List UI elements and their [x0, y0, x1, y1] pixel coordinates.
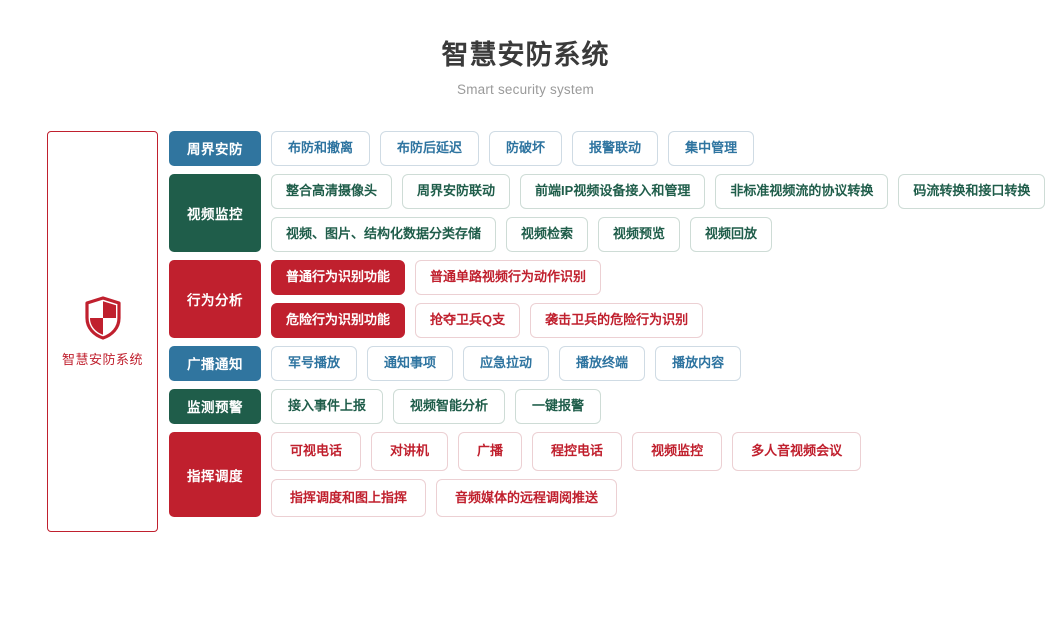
- category-items-behavior: 普通行为识别功能 普通单路视频行为动作识别 危险行为识别功能 抢夺卫兵Q支 袭击…: [271, 259, 1051, 338]
- item-node[interactable]: 布防和撤离: [271, 131, 371, 166]
- category-list: 周界安防 布防和撤离 布防后延迟 防破坏 报警联动 集中管理 视频监控 整合高清…: [169, 131, 1051, 518]
- category-row-monitoring: 监测预警 接入事件上报 视频智能分析 一键报警: [169, 388, 1051, 424]
- item-node[interactable]: 视频、图片、结构化数据分类存储: [271, 216, 497, 252]
- item-row: 接入事件上报 视频智能分析 一键报警: [271, 388, 1051, 424]
- item-node[interactable]: 对讲机: [371, 431, 449, 471]
- item-row: 危险行为识别功能 抢夺卫兵Q支 袭击卫兵的危险行为识别: [271, 302, 1051, 338]
- item-node[interactable]: 应急拉动: [463, 345, 550, 381]
- category-items-broadcast: 军号播放 通知事项 应急拉动 播放终端 播放内容: [271, 345, 1051, 381]
- item-node[interactable]: 程控电话: [532, 431, 623, 471]
- category-row-behavior: 行为分析 普通行为识别功能 普通单路视频行为动作识别 危险行为识别功能 抢夺卫兵…: [169, 259, 1051, 338]
- shield-icon: [84, 295, 122, 340]
- item-row: 军号播放 通知事项 应急拉动 播放终端 播放内容: [271, 345, 1051, 381]
- item-node[interactable]: 播放内容: [655, 345, 742, 381]
- root-label: 智慧安防系统: [61, 351, 143, 367]
- item-node[interactable]: 音频媒体的远程调阅推送: [436, 478, 618, 518]
- item-row: 视频、图片、结构化数据分类存储 视频检索 视频预览 视频回放: [271, 216, 1051, 252]
- item-row: 指挥调度和图上指挥 音频媒体的远程调阅推送: [271, 478, 1051, 518]
- category-label-monitoring[interactable]: 监测预警: [169, 388, 261, 424]
- item-node[interactable]: 普通行为识别功能: [271, 259, 406, 295]
- item-node[interactable]: 抢夺卫兵Q支: [415, 302, 521, 338]
- item-row: 可视电话 对讲机 广播 程控电话 视频监控 多人音视频会议: [271, 431, 1051, 471]
- item-node[interactable]: 播放终端: [559, 345, 646, 381]
- category-row-broadcast: 广播通知 军号播放 通知事项 应急拉动 播放终端 播放内容: [169, 345, 1051, 381]
- item-node[interactable]: 周界安防联动: [402, 173, 511, 209]
- diagram-container: 智慧安防系统 周界安防 布防和撤离 布防后延迟 防破坏 报警联动 集中管理 视频…: [0, 118, 1051, 532]
- item-node[interactable]: 广播: [458, 431, 523, 471]
- category-row-command: 指挥调度 可视电话 对讲机 广播 程控电话 视频监控 多人音视频会议 指挥调度和…: [169, 431, 1051, 518]
- item-node[interactable]: 指挥调度和图上指挥: [271, 478, 427, 518]
- item-node[interactable]: 前端IP视频设备接入和管理: [520, 173, 706, 209]
- item-row: 普通行为识别功能 普通单路视频行为动作识别: [271, 259, 1051, 295]
- item-node[interactable]: 多人音视频会议: [732, 431, 862, 471]
- item-node[interactable]: 一键报警: [515, 388, 602, 424]
- item-node[interactable]: 集中管理: [668, 131, 755, 166]
- item-node[interactable]: 视频监控: [632, 431, 723, 471]
- page-title: 智慧安防系统: [441, 40, 610, 70]
- item-row: 布防和撤离 布防后延迟 防破坏 报警联动 集中管理: [271, 131, 1051, 166]
- item-node[interactable]: 视频回放: [690, 216, 773, 252]
- item-node[interactable]: 视频智能分析: [393, 388, 506, 424]
- category-label-command[interactable]: 指挥调度: [169, 431, 261, 518]
- item-node[interactable]: 通知事项: [367, 345, 454, 381]
- item-node[interactable]: 可视电话: [271, 431, 362, 471]
- category-label-video[interactable]: 视频监控: [169, 173, 261, 252]
- category-label-perimeter[interactable]: 周界安防: [169, 131, 261, 166]
- item-row: 整合高清摄像头 周界安防联动 前端IP视频设备接入和管理 非标准视频流的协议转换…: [271, 173, 1051, 209]
- item-node[interactable]: 防破坏: [489, 131, 563, 166]
- category-label-behavior[interactable]: 行为分析: [169, 259, 261, 338]
- category-row-video: 视频监控 整合高清摄像头 周界安防联动 前端IP视频设备接入和管理 非标准视频流…: [169, 173, 1051, 252]
- item-node[interactable]: 危险行为识别功能: [271, 302, 406, 338]
- item-node[interactable]: 视频检索: [506, 216, 589, 252]
- category-items-monitoring: 接入事件上报 视频智能分析 一键报警: [271, 388, 1051, 424]
- category-items-video: 整合高清摄像头 周界安防联动 前端IP视频设备接入和管理 非标准视频流的协议转换…: [271, 173, 1051, 252]
- item-node[interactable]: 普通单路视频行为动作识别: [415, 259, 602, 295]
- page-header: 智慧安防系统 Smart security system: [0, 0, 1051, 97]
- page-subtitle: Smart security system: [457, 82, 594, 98]
- item-node[interactable]: 军号播放: [271, 345, 358, 381]
- category-items-command: 可视电话 对讲机 广播 程控电话 视频监控 多人音视频会议 指挥调度和图上指挥 …: [271, 431, 1051, 518]
- category-items-perimeter: 布防和撤离 布防后延迟 防破坏 报警联动 集中管理: [271, 131, 1051, 166]
- item-node[interactable]: 报警联动: [572, 131, 659, 166]
- item-node[interactable]: 非标准视频流的协议转换: [715, 173, 889, 209]
- category-row-perimeter: 周界安防 布防和撤离 布防后延迟 防破坏 报警联动 集中管理: [169, 131, 1051, 166]
- item-node[interactable]: 整合高清摄像头: [271, 173, 393, 209]
- item-node[interactable]: 码流转换和接口转换: [898, 173, 1046, 209]
- root-node[interactable]: 智慧安防系统: [47, 131, 158, 532]
- item-node[interactable]: 接入事件上报: [271, 388, 384, 424]
- item-node[interactable]: 布防后延迟: [380, 131, 480, 166]
- item-node[interactable]: 袭击卫兵的危险行为识别: [530, 302, 704, 338]
- category-label-broadcast[interactable]: 广播通知: [169, 345, 261, 381]
- item-node[interactable]: 视频预览: [598, 216, 681, 252]
